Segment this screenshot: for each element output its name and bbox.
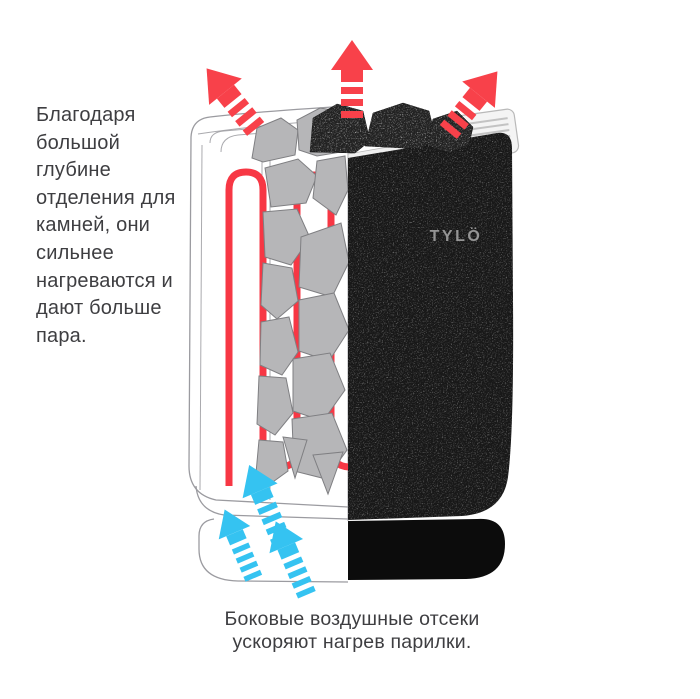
front-panel <box>348 132 514 520</box>
stone <box>255 439 289 485</box>
left-annotation: Благодаря большой глубине отделения для … <box>36 104 176 347</box>
stone <box>256 375 294 436</box>
stone <box>260 262 299 320</box>
stone <box>259 316 299 376</box>
stone <box>298 292 350 362</box>
stone <box>298 222 350 298</box>
brand-logo: TYLÖ <box>430 226 483 245</box>
stone <box>312 451 344 496</box>
stone <box>282 436 308 480</box>
stone <box>264 158 318 208</box>
bottom-caption: Боковые воздушные отсеки ускоряют нагрев… <box>224 608 480 653</box>
cool-air-arrow-3-icon <box>258 514 324 602</box>
heater-base <box>348 518 505 580</box>
stone <box>292 352 346 422</box>
stone <box>312 155 349 216</box>
stone-pile <box>251 107 350 496</box>
